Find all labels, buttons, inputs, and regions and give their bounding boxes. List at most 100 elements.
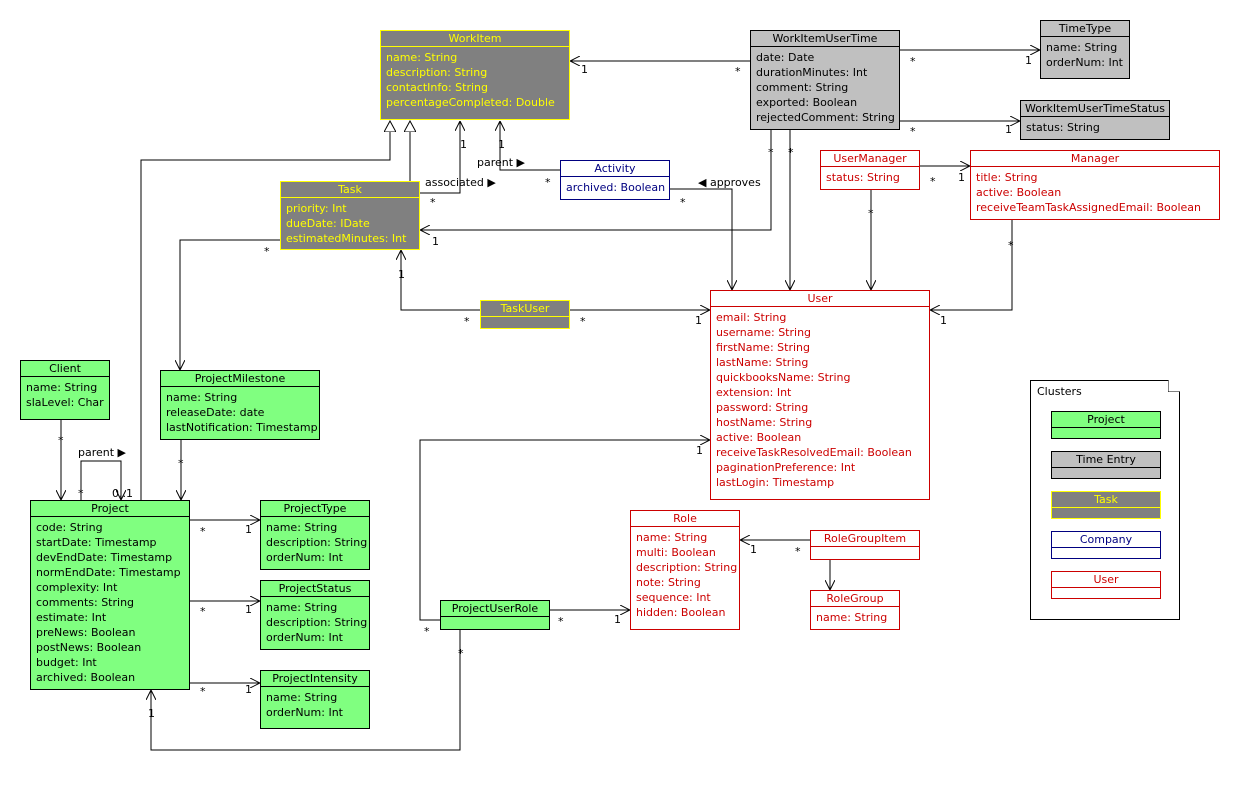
attribute: slaLevel: Char (26, 396, 104, 409)
attribute: active: Boolean (976, 186, 1062, 199)
attribute: releaseDate: date (166, 406, 265, 419)
association-label-parent: parent ▶ (477, 156, 526, 169)
class-name: WorkItem (381, 31, 569, 47)
attribute: username: String (716, 326, 812, 339)
legend-item: Time Entry (1051, 451, 1161, 479)
class-name: Activity (561, 161, 669, 177)
class-name: ProjectMilestone (161, 371, 319, 387)
attribute: postNews: Boolean (36, 641, 142, 654)
multiplicity: * (545, 176, 551, 189)
multiplicity: * (680, 196, 686, 209)
attribute: hostName: String (716, 416, 813, 429)
multiplicity: 1 (432, 235, 439, 248)
class-project[interactable]: Project code: String startDate: Timestam… (30, 500, 190, 690)
attribute: comment: String (756, 81, 849, 94)
legend-item-label: Project (1052, 412, 1160, 428)
class-projectstatus[interactable]: ProjectStatus name: String description: … (260, 580, 370, 650)
class-name: User (711, 291, 929, 307)
class-name: UserManager (821, 151, 919, 167)
attribute: lastName: String (716, 356, 809, 369)
class-projectmilestone[interactable]: ProjectMilestone name: String releaseDat… (160, 370, 320, 440)
multiplicity: * (458, 647, 464, 660)
class-name: Manager (971, 151, 1219, 167)
attribute: active: Boolean (716, 431, 802, 444)
class-name: ProjectStatus (261, 581, 369, 597)
class-rolegroupitem[interactable]: RoleGroupItem (810, 530, 920, 560)
class-workitem[interactable]: WorkItem name: String description: Strin… (380, 30, 570, 120)
multiplicity: * (910, 55, 916, 68)
multiplicity: 1 (581, 63, 588, 76)
attribute: paginationPreference: Int (716, 461, 856, 474)
attribute: normEndDate: Timestamp (36, 566, 181, 579)
class-rolegroup[interactable]: RoleGroup name: String (810, 590, 900, 630)
class-workitemusertimestatus[interactable]: WorkItemUserTimeStatus status: String (1020, 100, 1170, 140)
attribute: name: String (166, 391, 238, 404)
class-name: RoleGroup (811, 591, 899, 607)
class-projecttype[interactable]: ProjectType name: String description: St… (260, 500, 370, 570)
multiplicity: * (788, 146, 794, 159)
attribute: estimate: Int (36, 611, 107, 624)
class-timetype[interactable]: TimeType name: String orderNum: Int (1040, 20, 1130, 79)
attribute: rejectedComment: String (756, 111, 895, 124)
attribute: code: String (36, 521, 103, 534)
multiplicity: * (795, 545, 801, 558)
multiplicity: 1 (498, 138, 505, 151)
multiplicity: 1 (958, 171, 965, 184)
multiplicity: * (200, 525, 206, 538)
attribute: name: String (266, 521, 338, 534)
attribute: receiveTaskResolvedEmail: Boolean (716, 446, 912, 459)
attribute: quickbooksName: String (716, 371, 851, 384)
attribute: description: String (266, 536, 368, 549)
attribute: extension: Int (716, 386, 792, 399)
multiplicity: * (1008, 239, 1014, 252)
note-corner-icon (1168, 380, 1180, 392)
class-task[interactable]: Task priority: Int dueDate: IDate estima… (280, 181, 420, 250)
class-workitemusertime[interactable]: WorkItemUserTime date: Date durationMinu… (750, 30, 900, 130)
class-name: TaskUser (481, 301, 569, 317)
multiplicity: 1 (148, 707, 155, 720)
multiplicity: * (868, 207, 874, 220)
attribute: priority: Int (286, 202, 347, 215)
multiplicity: 1 (614, 613, 621, 626)
attribute: name: String (266, 601, 338, 614)
multiplicity: * (178, 457, 184, 470)
class-activity[interactable]: Activity archived: Boolean (560, 160, 670, 200)
multiplicity: * (464, 315, 470, 328)
association-label-associated: associated ▶ (425, 176, 496, 189)
legend-item-label: Task (1052, 492, 1160, 508)
attribute: name: String (26, 381, 98, 394)
class-projectintensity[interactable]: ProjectIntensity name: String orderNum: … (260, 670, 370, 729)
legend-title: Clusters (1037, 385, 1082, 398)
attribute: status: String (1026, 121, 1100, 134)
attribute: orderNum: Int (266, 551, 343, 564)
association-label-parent-project: parent ▶ (78, 446, 127, 459)
attribute: comments: String (36, 596, 135, 609)
attribute: description: String (266, 616, 368, 629)
class-role[interactable]: Role name: String multi: Boolean descrip… (630, 510, 740, 630)
class-user[interactable]: User email: String username: String firs… (710, 290, 930, 500)
class-manager[interactable]: Manager title: String active: Boolean re… (970, 150, 1220, 220)
multiplicity: * (58, 434, 64, 447)
attribute: archived: Boolean (36, 671, 136, 684)
class-client[interactable]: Client name: String slaLevel: Char (20, 360, 110, 420)
attribute: receiveTeamTaskAssignedEmail: Boolean (976, 201, 1202, 214)
multiplicity: 1 (940, 314, 947, 327)
class-usermanager[interactable]: UserManager status: String (820, 150, 920, 190)
class-name: Task (281, 182, 419, 198)
multiplicity: 1 (245, 683, 252, 696)
class-taskuser[interactable]: TaskUser (480, 300, 570, 329)
attribute: title: String (976, 171, 1038, 184)
legend-item-label: Company (1052, 532, 1160, 548)
attribute: exported: Boolean (756, 96, 858, 109)
class-projectuserrole[interactable]: ProjectUserRole (440, 600, 550, 630)
attribute: orderNum: Int (266, 706, 343, 719)
attribute: complexity: Int (36, 581, 118, 594)
legend-item: Task (1051, 491, 1161, 519)
multiplicity: 1 (398, 268, 405, 281)
multiplicity: * (78, 487, 84, 500)
attribute: lastNotification: Timestamp (166, 421, 318, 434)
attribute: dueDate: IDate (286, 217, 370, 230)
multiplicity: * (430, 196, 436, 209)
multiplicity: 1 (1025, 54, 1032, 67)
